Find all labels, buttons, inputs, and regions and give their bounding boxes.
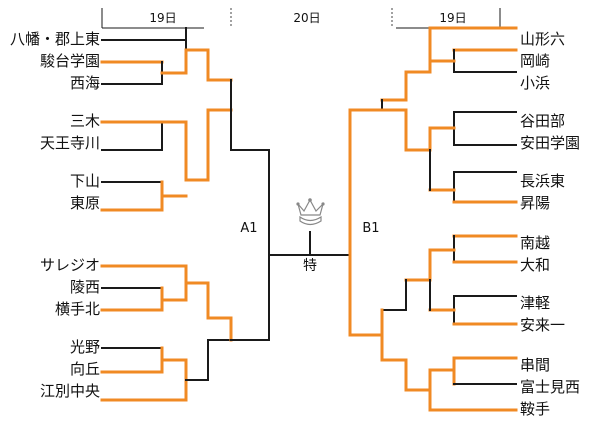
- day-label-center: 20日: [293, 11, 320, 25]
- team-name: 南越: [520, 234, 550, 252]
- left-team-list: 八幡・郡上東 駿台学園 西海 三木 天王寺川 下山 東原 サレジオ 陵西 横手北…: [10, 30, 100, 400]
- right-team-list: 山形六 岡崎 小浜 谷田部 安田学園 長浜東 昇陽 南越 大和 津軽 安来一 串…: [520, 30, 580, 418]
- crown-base: [299, 215, 322, 226]
- block-label-right: B1: [362, 221, 379, 236]
- team-name: 串間: [520, 356, 550, 374]
- team-name: 津軽: [520, 294, 550, 312]
- team-name: 富士見西: [520, 378, 580, 396]
- final-label: 特: [303, 258, 317, 274]
- team-name: 下山: [70, 172, 100, 190]
- team-name: 安来一: [520, 316, 565, 334]
- team-name: 西海: [70, 74, 100, 92]
- header: 19日 20日 19日: [101, 8, 501, 29]
- team-name: 谷田部: [520, 112, 565, 130]
- team-name: 岡崎: [520, 52, 550, 70]
- team-name: 鞍手: [520, 400, 550, 418]
- team-name: サレジオ: [40, 256, 100, 274]
- crown-shape: [297, 198, 325, 216]
- team-name: 光野: [70, 338, 100, 356]
- block-label-left: A1: [240, 221, 257, 236]
- crown-jewel: [308, 198, 312, 202]
- crown-jewel: [321, 202, 325, 206]
- team-name: 昇陽: [520, 194, 550, 212]
- day-label-left: 19日: [149, 11, 176, 25]
- day-label-right: 19日: [439, 11, 466, 25]
- team-name: 大和: [520, 256, 550, 274]
- team-name: 小浜: [520, 74, 550, 92]
- team-name: 江別中央: [40, 382, 100, 400]
- trophy-icon: [296, 198, 325, 226]
- team-name: 向丘: [70, 360, 100, 378]
- crown-jewel: [296, 202, 300, 206]
- team-name: 東原: [70, 194, 100, 212]
- team-name: 山形六: [520, 30, 565, 48]
- team-name: 横手北: [55, 300, 100, 318]
- team-name: 天王寺川: [40, 134, 100, 152]
- bracket-lines: [100, 26, 518, 412]
- team-name: 駿台学園: [40, 52, 100, 70]
- team-name: 安田学園: [520, 134, 580, 152]
- team-name: 陵西: [70, 278, 100, 296]
- team-name: 長浜東: [520, 172, 565, 190]
- team-name: 三木: [70, 112, 100, 130]
- team-name: 八幡・郡上東: [10, 30, 100, 48]
